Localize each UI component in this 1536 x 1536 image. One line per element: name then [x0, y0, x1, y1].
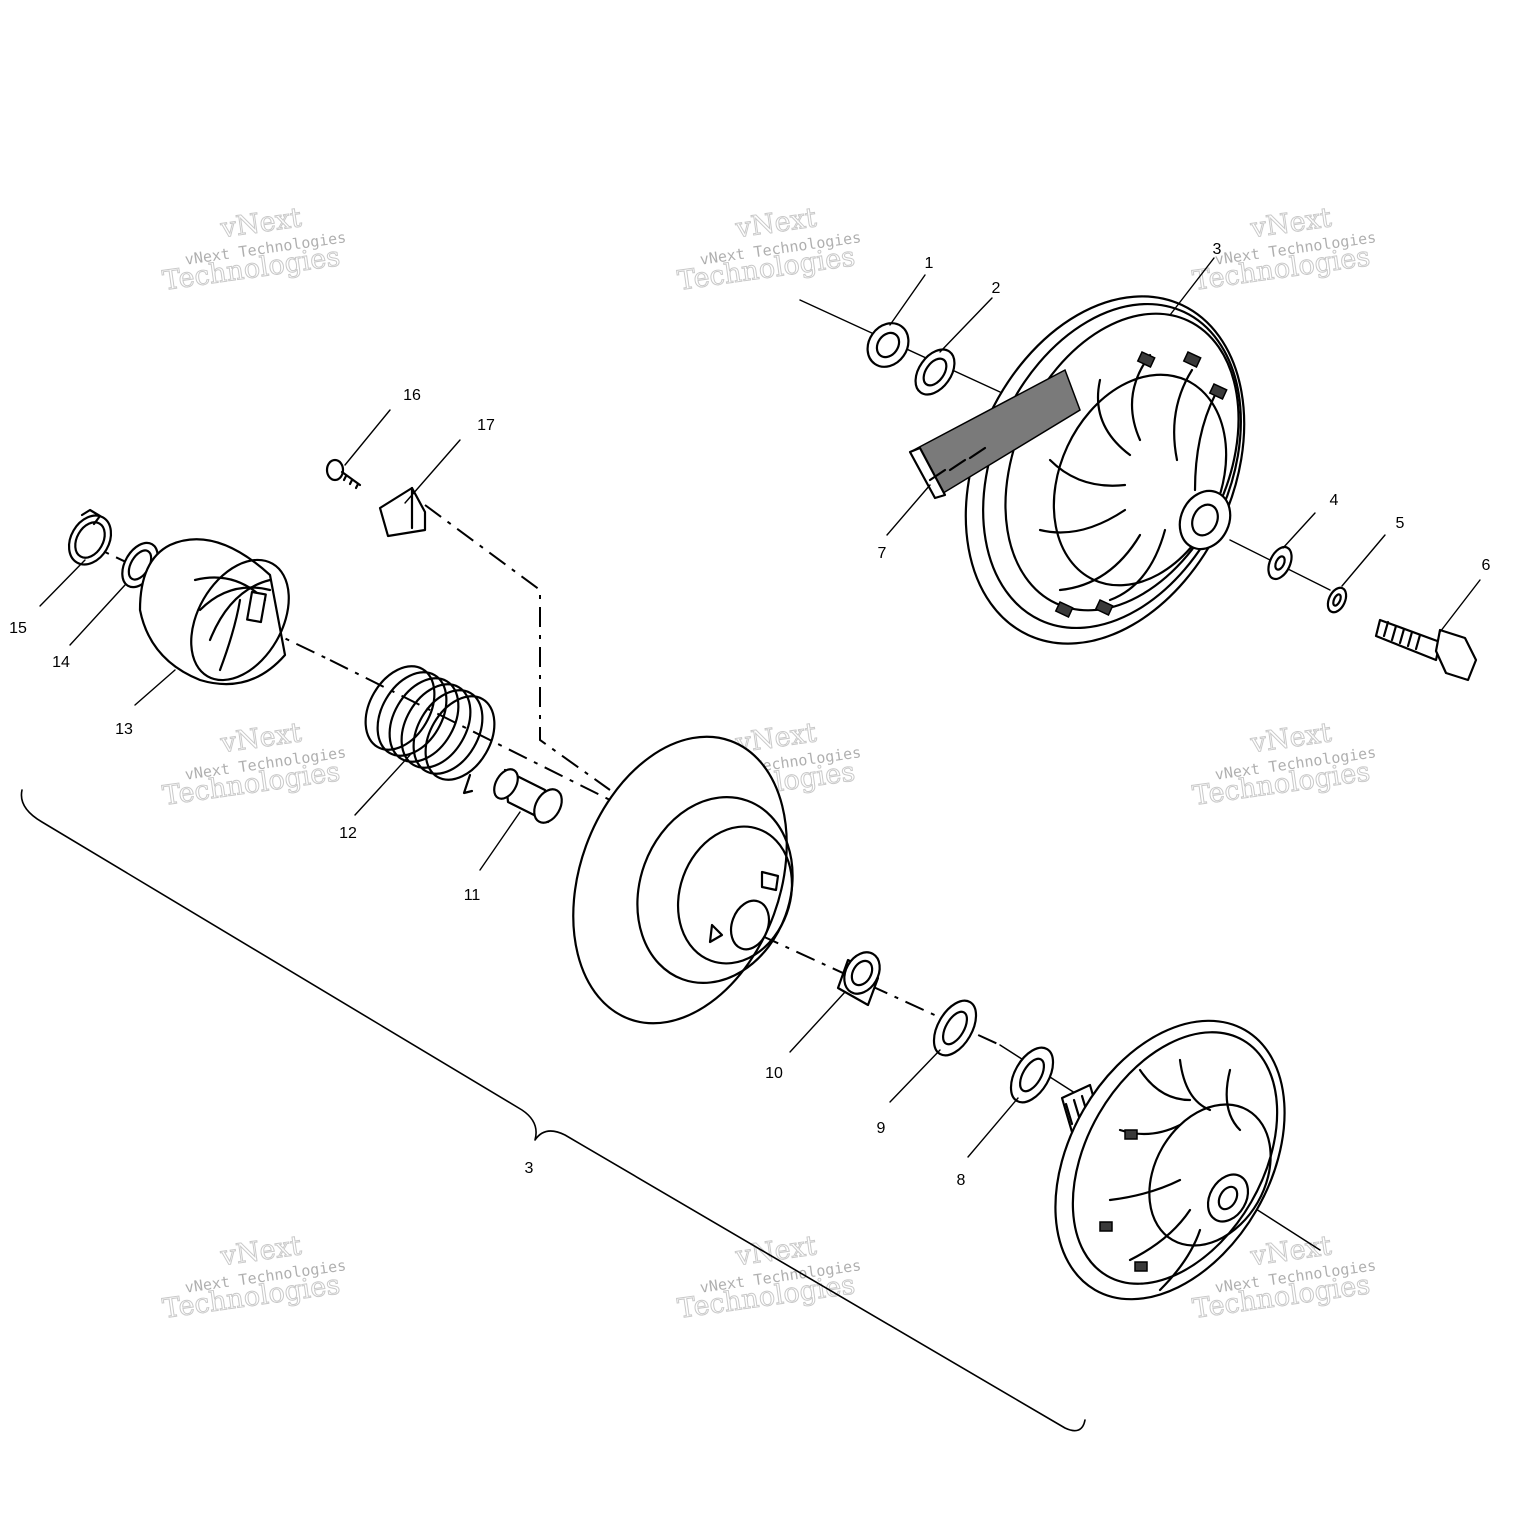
watermark: vNext vNext Technologies Technologies [675, 202, 862, 298]
upper-assembly [799, 295, 1478, 682]
callout-label: 15 [9, 620, 27, 637]
axis-line-mid [329, 659, 621, 806]
bushing-part [836, 951, 881, 1007]
washer-part [914, 348, 956, 396]
helix-cam-part [138, 538, 290, 686]
small-washer-part [1267, 545, 1293, 581]
lock-washer-part [1326, 586, 1348, 614]
washer-part [1009, 1046, 1055, 1104]
assembly-callout-label: 3 [525, 1160, 534, 1177]
slider-block-part [378, 486, 427, 538]
callout-label: 7 [878, 545, 887, 562]
callout-label: 11 [464, 887, 481, 904]
axis-line-lower [759, 934, 1001, 1046]
callout-label: 8 [957, 1172, 966, 1189]
callout-label: 10 [765, 1065, 783, 1082]
callout-label: 16 [403, 387, 421, 404]
axis-line-cam [424, 504, 611, 791]
callout-label: 13 [115, 721, 133, 738]
watermark: vNext vNext Technologies Technologies [675, 1230, 862, 1326]
watermark-layer: vNext vNext Technologies Technologies vN… [160, 202, 1377, 1326]
bushing-part [493, 768, 563, 824]
callout-label: 5 [1396, 515, 1405, 532]
lower-assembly [20, 458, 1321, 1432]
drive-belt-part [908, 368, 1081, 500]
callout-label: 3 [1213, 241, 1222, 258]
callout-label: 4 [1330, 492, 1339, 509]
leader-lines [39, 257, 1481, 1158]
callout-label: 9 [877, 1120, 886, 1137]
fixed-sheave-part [1054, 1019, 1286, 1301]
washer-part [932, 999, 978, 1057]
watermark: vNext vNext Technologies Technologies [160, 717, 347, 813]
callout-label: 1 [925, 255, 934, 272]
movable-sheave-part [572, 735, 794, 1025]
spring-part [364, 665, 496, 795]
assembly-brace [20, 789, 1086, 1432]
screw-part [325, 458, 362, 490]
callout-label: 17 [477, 417, 495, 434]
watermark: vNext vNext Technologies Technologies [160, 202, 347, 298]
bolt-part [1374, 618, 1478, 682]
callout-labels: 1 2 3 4 5 6 7 8 9 10 11 12 13 14 15 16 1… [9, 241, 1490, 1189]
callout-label: 2 [992, 280, 1001, 297]
callout-label: 14 [52, 654, 70, 671]
callout-label: 6 [1482, 557, 1491, 574]
watermark: vNext vNext Technologies Technologies [1190, 717, 1377, 813]
watermark: vNext vNext Technologies Technologies [160, 1230, 347, 1326]
callout-label: 12 [339, 825, 357, 842]
snap-ring-part [67, 508, 113, 566]
watermark: vNext vNext Technologies Technologies [1190, 202, 1377, 298]
bearing-ring-part [866, 322, 910, 368]
